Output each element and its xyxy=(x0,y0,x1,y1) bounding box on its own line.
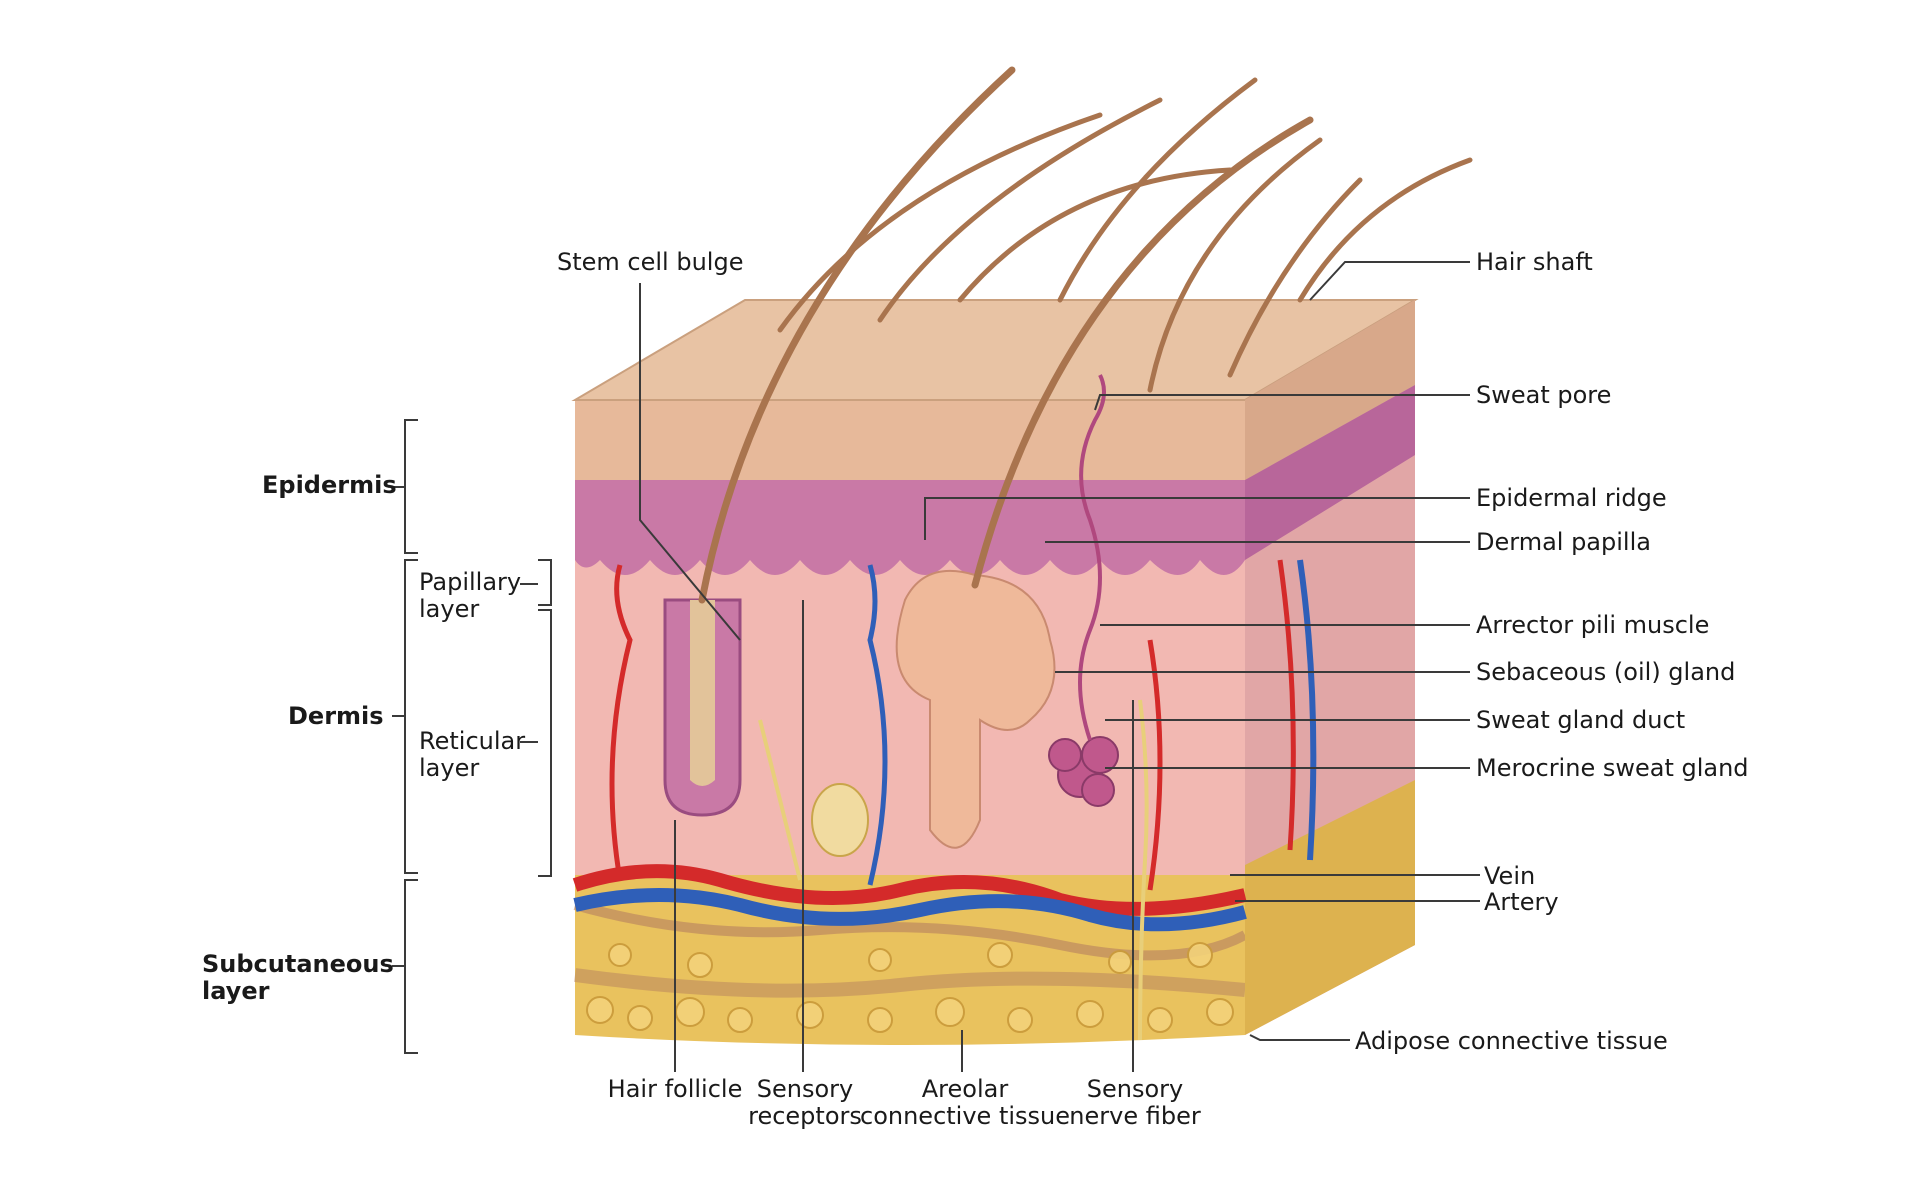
label-papillary-line1: Papillary xyxy=(419,568,521,596)
epidermis-surface-layer xyxy=(575,400,1245,480)
label-stem-cell-bulge: Stem cell bulge xyxy=(557,248,743,276)
label-reticular-line2: layer xyxy=(419,754,479,782)
top-labels: Stem cell bulge xyxy=(557,248,743,276)
merocrine-sweat-gland-shape xyxy=(1048,736,1119,807)
label-sensory-receptors-line2: receptors xyxy=(748,1102,862,1130)
sensory-nerve-fiber-shape xyxy=(1138,699,1149,1041)
right-labels: Hair shaft Sweat pore Epidermal ridge De… xyxy=(1355,248,1749,1055)
label-adipose-connective-tissue: Adipose connective tissue xyxy=(1355,1027,1668,1055)
vein-vessel xyxy=(573,888,1247,932)
label-sweat-pore: Sweat pore xyxy=(1476,381,1611,409)
label-artery: Artery xyxy=(1484,888,1559,916)
skin-block-illustration xyxy=(571,66,1473,1045)
label-epidermal-ridge: Epidermal ridge xyxy=(1476,484,1667,512)
label-areolar-line1: Areolar xyxy=(922,1075,1009,1103)
label-arrector-pili-muscle: Arrector pili muscle xyxy=(1476,611,1709,639)
label-merocrine-sweat-gland: Merocrine sweat gland xyxy=(1476,754,1749,782)
label-papillary-line2: layer xyxy=(419,595,479,623)
label-epidermis: Epidermis xyxy=(262,471,397,499)
label-sensory-nerve-fiber-line2: nerve fiber xyxy=(1069,1102,1201,1130)
label-sensory-nerve-fiber-line1: Sensory xyxy=(1087,1075,1183,1103)
subcutaneous-texture xyxy=(573,900,1248,961)
label-subcutaneous-line1: Subcutaneous xyxy=(202,950,394,978)
label-areolar-line2: connective tissue xyxy=(860,1102,1070,1130)
label-sebaceous-gland: Sebaceous (oil) gland xyxy=(1476,658,1735,686)
bottom-labels: Hair follicle Sensory receptors Areolar … xyxy=(608,1075,1201,1130)
label-dermal-papilla: Dermal papilla xyxy=(1476,528,1651,556)
label-hair-shaft: Hair shaft xyxy=(1476,248,1593,276)
label-subcutaneous-line2: layer xyxy=(202,977,270,1005)
label-reticular-line1: Reticular xyxy=(419,727,525,755)
artery-vessel xyxy=(572,864,1247,916)
label-sweat-gland-duct: Sweat gland duct xyxy=(1476,706,1685,734)
label-hair-follicle: Hair follicle xyxy=(608,1075,743,1103)
leader-lines xyxy=(639,261,1480,1072)
left-labels: Epidermis Dermis Subcutaneous layer Papi… xyxy=(202,471,525,1005)
label-sensory-receptors-line1: Sensory xyxy=(757,1075,853,1103)
label-vein: Vein xyxy=(1484,862,1535,890)
layer-brackets xyxy=(392,419,552,1054)
label-dermis: Dermis xyxy=(288,702,384,730)
